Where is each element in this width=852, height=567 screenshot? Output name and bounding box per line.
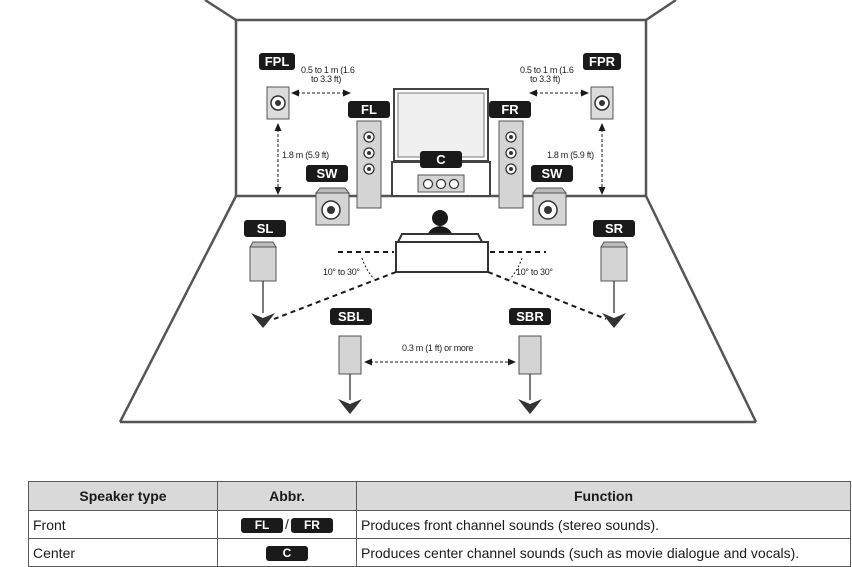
function-cell: Produces front channel sounds (stereo so… bbox=[356, 510, 851, 539]
label-sbr: SBR bbox=[509, 308, 551, 325]
abbr-separator: / bbox=[285, 516, 289, 532]
svg-text:SBL: SBL bbox=[338, 309, 364, 324]
presence-left-distance-line2: to 3.3 ft) bbox=[311, 74, 341, 84]
svg-text:SW: SW bbox=[542, 166, 564, 181]
svg-text:SBR: SBR bbox=[516, 309, 544, 324]
speaker-type-cell: Front bbox=[28, 510, 218, 539]
table-header-row: Speaker type Abbr. Function bbox=[28, 481, 851, 511]
label-c: C bbox=[420, 151, 462, 168]
header-function: Function bbox=[356, 481, 851, 511]
abbr-badge-c: C bbox=[266, 546, 308, 561]
surround-right-speaker bbox=[600, 241, 628, 328]
svg-text:C: C bbox=[436, 152, 446, 167]
guide-lines bbox=[273, 251, 607, 320]
height-right-note: 1.8 m (5.9 ft) bbox=[547, 150, 594, 160]
angle-right-note: 10° to 30° bbox=[516, 267, 553, 277]
back-spacing-note: 0.3 m (1 ft) or more bbox=[402, 343, 473, 353]
svg-text:FL: FL bbox=[361, 102, 377, 117]
center-speaker bbox=[417, 174, 465, 193]
label-fpr: FPR bbox=[583, 53, 621, 70]
label-sw-left: SW bbox=[306, 165, 348, 182]
header-abbr: Abbr. bbox=[217, 481, 357, 511]
presence-left-distance-line1: 0.5 to 1 m (1.6 bbox=[301, 65, 355, 75]
label-sbl: SBL bbox=[330, 308, 372, 325]
label-sl: SL bbox=[244, 220, 286, 237]
subwoofer-right bbox=[531, 187, 568, 226]
table-row: Front FL/FR Produces front channel sound… bbox=[28, 510, 851, 539]
sofa bbox=[395, 233, 489, 273]
speaker-type-table: Speaker type Abbr. Function Front FL/FR … bbox=[28, 481, 851, 567]
abbr-cell: C bbox=[217, 538, 357, 567]
subwoofer-left bbox=[314, 187, 351, 226]
presence-right-distance-line2: to 3.3 ft) bbox=[530, 74, 560, 84]
height-left-note: 1.8 m (5.9 ft) bbox=[282, 150, 329, 160]
svg-text:SL: SL bbox=[257, 221, 274, 236]
svg-text:SR: SR bbox=[605, 221, 624, 236]
dimension-arrows bbox=[274, 89, 606, 366]
header-speaker-type: Speaker type bbox=[28, 481, 218, 511]
angle-left-note: 10° to 30° bbox=[323, 267, 360, 277]
surround-left-speaker bbox=[249, 241, 277, 328]
svg-text:FPL: FPL bbox=[265, 54, 290, 69]
speaker-type-cell: Center bbox=[28, 538, 218, 567]
surround-back-right-speaker bbox=[518, 335, 542, 414]
surround-back-left-speaker bbox=[338, 335, 362, 414]
function-cell: Produces center channel sounds (such as … bbox=[356, 538, 851, 567]
front-right-speaker bbox=[498, 120, 524, 209]
abbr-badge-fl: FL bbox=[241, 518, 284, 533]
front-presence-left-speaker bbox=[266, 86, 290, 120]
label-fl: FL bbox=[348, 101, 390, 118]
abbr-badge-fr: FR bbox=[290, 518, 333, 533]
tv-screen bbox=[393, 88, 489, 162]
label-sr: SR bbox=[593, 220, 635, 237]
label-fr: FR bbox=[489, 101, 531, 118]
presence-right-distance-line1: 0.5 to 1 m (1.6 bbox=[520, 65, 574, 75]
angle-arcs bbox=[361, 257, 523, 280]
label-fpl: FPL bbox=[259, 53, 295, 70]
svg-text:FR: FR bbox=[501, 102, 519, 117]
table-row: Center C Produces center channel sounds … bbox=[28, 538, 851, 567]
svg-text:SW: SW bbox=[317, 166, 339, 181]
front-presence-right-speaker bbox=[590, 86, 614, 120]
svg-text:FPR: FPR bbox=[589, 54, 616, 69]
label-sw-right: SW bbox=[531, 165, 573, 182]
front-left-speaker bbox=[356, 120, 382, 209]
abbr-cell: FL/FR bbox=[217, 510, 357, 539]
speaker-layout-diagram: 0.5 to 1 m (1.6 to 3.3 ft) 0.5 to 1 m (1… bbox=[118, 0, 758, 424]
